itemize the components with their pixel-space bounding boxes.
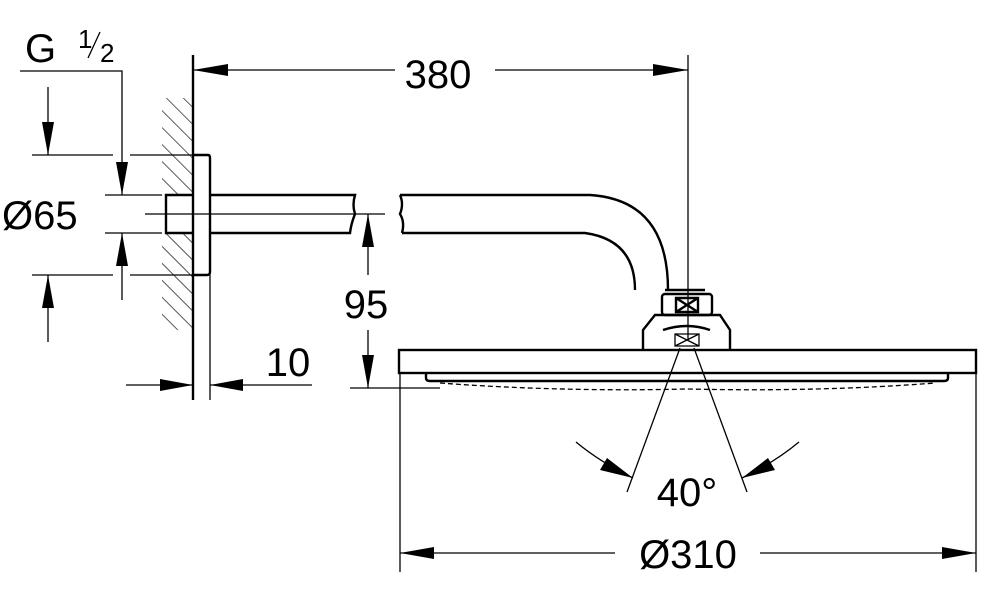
thread-main-label: G xyxy=(25,27,56,71)
dimension-10: 10 xyxy=(126,341,312,391)
spray-angle: 40° xyxy=(575,347,800,515)
drop-height-label: 95 xyxy=(344,283,389,327)
flange-diameter-label: Ø65 xyxy=(2,194,78,238)
thread-callout: G 1 2 xyxy=(20,24,162,300)
spray-angle-label: 40° xyxy=(657,471,718,515)
shower-arm xyxy=(145,193,670,291)
shower-plate xyxy=(397,348,978,391)
head-connector xyxy=(641,288,732,350)
thread-numerator: 1 xyxy=(78,24,92,54)
dimension-head-diameter: Ø310 xyxy=(399,373,977,577)
flange-depth-label: 10 xyxy=(266,341,311,385)
arm-length-label: 380 xyxy=(405,53,472,97)
dimension-380: 380 xyxy=(193,53,689,340)
dimension-flange-diameter: Ø65 xyxy=(2,87,193,342)
thread-denominator: 2 xyxy=(100,38,114,68)
dimension-95: 95 xyxy=(344,214,440,389)
head-diameter-label: Ø310 xyxy=(639,533,737,577)
